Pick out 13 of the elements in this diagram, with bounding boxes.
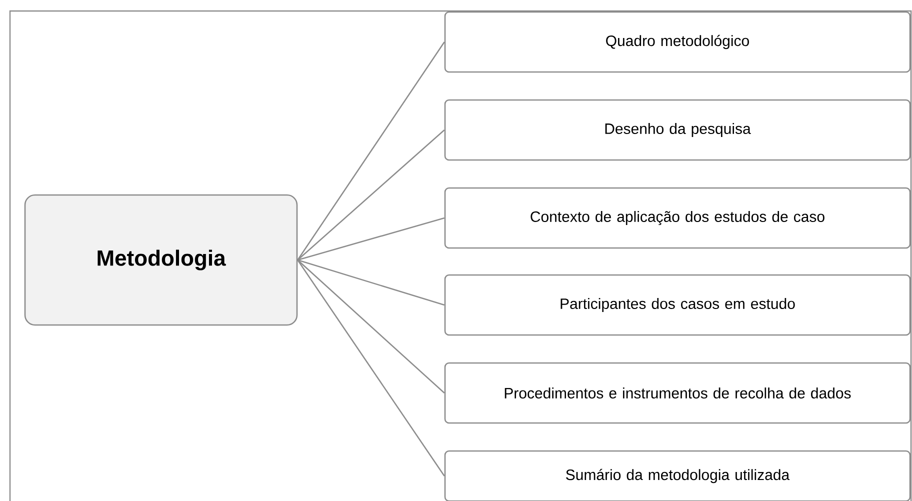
connector-line [297,130,445,260]
connector-line [297,259,445,306]
connector-line [297,217,445,261]
subtopic-box: Sumário da metodologia utilizada [444,450,911,501]
subtopic-box: Procedimentos e instrumentos de recolha de dados [444,362,911,424]
subtopic-box: Quadro metodológico [444,11,911,73]
subtopic-box: Participantes dos casos em estudo [444,274,911,336]
connector-line [297,42,445,260]
subtopic-box: Desenho da pesquisa [444,99,911,161]
connector-line [297,260,445,394]
connector-line [297,260,445,476]
topic-box: Metodologia [24,194,298,326]
subtopic-box: Contexto de aplicação dos estudos de caso [444,187,911,249]
